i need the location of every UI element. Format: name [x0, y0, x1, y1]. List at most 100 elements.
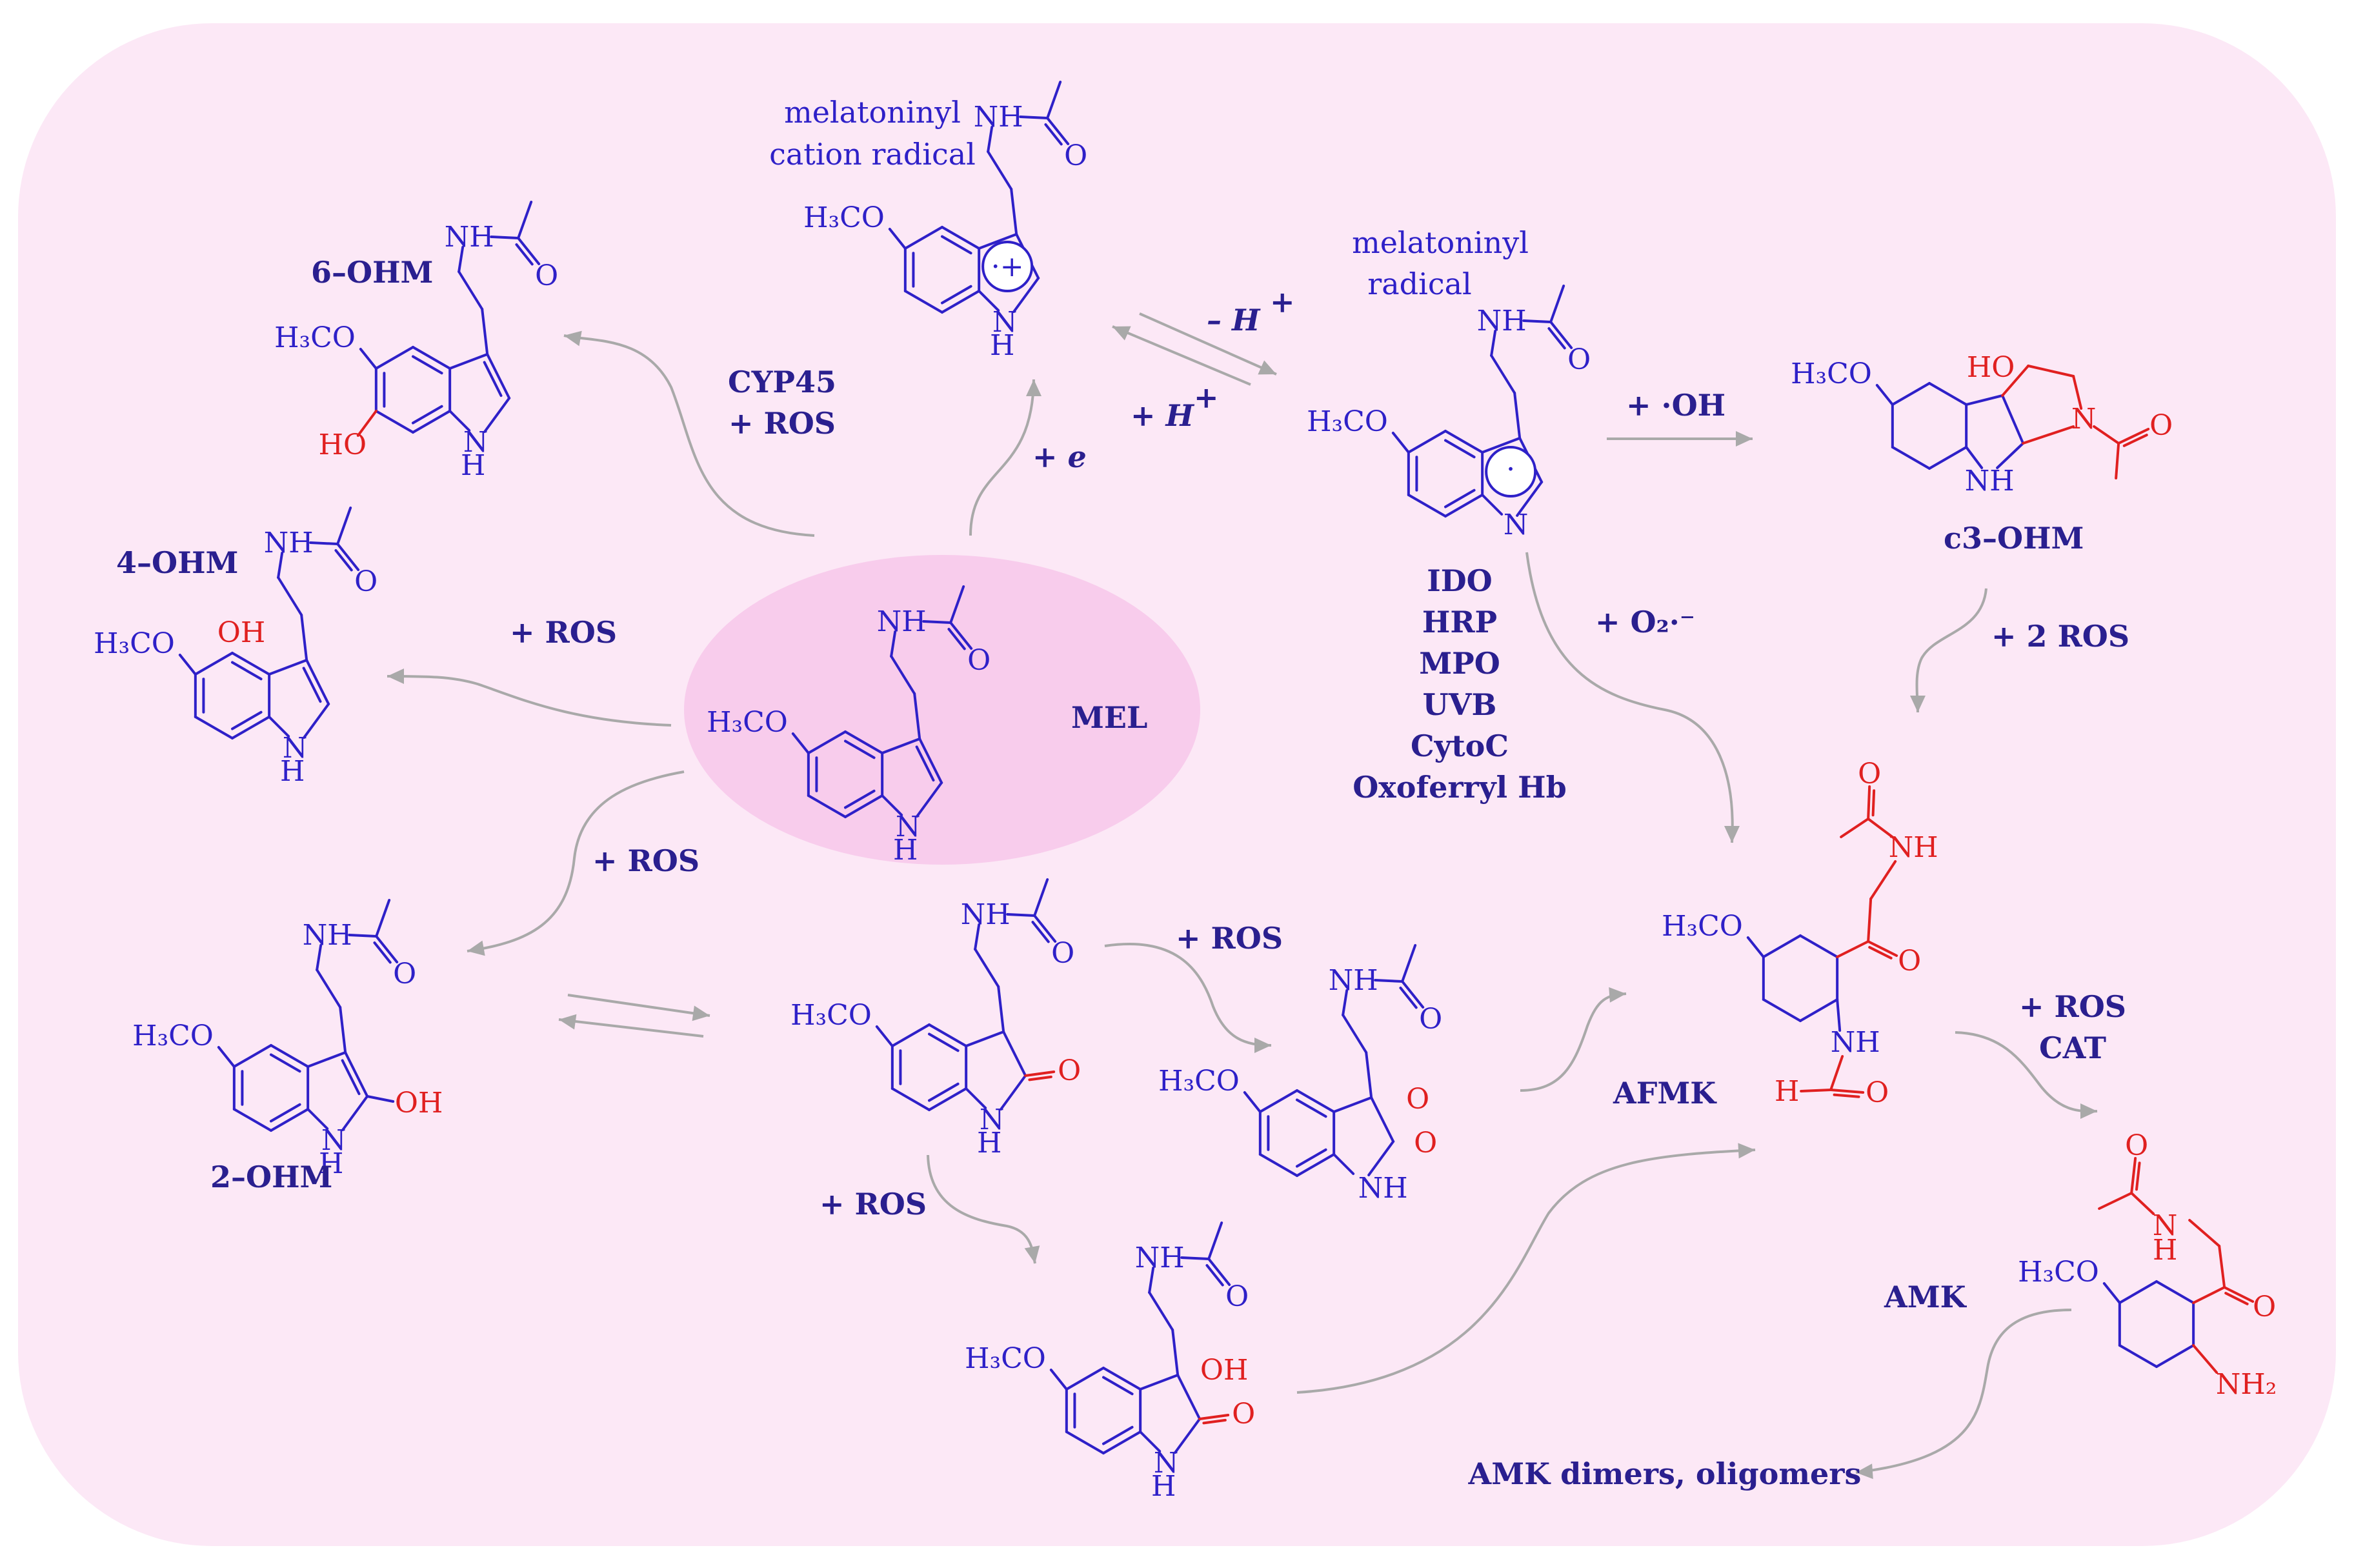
- ring-bond: [448, 353, 489, 370]
- cond-ros-cat-1: + ROS: [2019, 989, 2126, 1024]
- ring-double-bond: [270, 1053, 301, 1073]
- arrow-oxindole-to-2ohm-head: [559, 1014, 577, 1030]
- label-radical-1: melatoninyl: [1352, 225, 1529, 260]
- ring-double-bond: [1102, 1425, 1134, 1445]
- double-bond: [1871, 789, 1876, 817]
- chain-bond: [1867, 818, 1896, 839]
- ring-bond: [1407, 430, 1447, 454]
- ring-bond: [307, 1051, 347, 1068]
- pyrrolidine-bond: [2001, 365, 2030, 397]
- chain-bond: [913, 692, 921, 740]
- methoxy-bond: [178, 654, 197, 676]
- pyrrolidine-bond: [2072, 375, 2083, 410]
- methoxy-label: H₃CO: [790, 999, 872, 1032]
- ring-bond: [448, 410, 471, 432]
- label-cation-radical-2: cation radical: [769, 137, 976, 172]
- double-bond: [1046, 117, 1070, 145]
- hydroxyl-bond: [356, 410, 377, 437]
- methoxy-bond: [875, 1025, 894, 1047]
- ring-bond: [1065, 1431, 1105, 1454]
- ring-bond: [1174, 1418, 1202, 1454]
- methoxy-label: H₃CO: [274, 321, 356, 354]
- indole-n: N: [1154, 1447, 1179, 1480]
- ring-bond: [231, 716, 271, 739]
- ring-bond: [1444, 494, 1484, 518]
- oxo-o: O: [1058, 1054, 1081, 1087]
- double-bond: [344, 1051, 369, 1098]
- label-afmk: AFMK: [1613, 1076, 1717, 1111]
- chain-bond: [277, 552, 284, 579]
- ring-bond: [1258, 1153, 1298, 1177]
- double-bond: [1202, 1418, 1227, 1425]
- double-bond: [1833, 1093, 1860, 1098]
- double-bond: [1044, 123, 1063, 146]
- formamide-nh: NH: [1831, 1026, 1880, 1059]
- ring-bond: [978, 233, 1018, 250]
- double-bond: [2224, 1292, 2249, 1305]
- enzyme-mpo: MPO: [1419, 646, 1500, 681]
- double-bond: [2223, 1286, 2255, 1303]
- enzyme-oxoferryl-hb: Oxoferryl Hb: [1353, 770, 1567, 805]
- ring-bond: [1296, 1153, 1336, 1177]
- cond-ros-dioxetane: + ROS: [1176, 921, 1283, 956]
- methoxy-label: H₃CO: [1158, 1065, 1240, 1098]
- indole-n: N: [896, 810, 921, 843]
- enzyme-list: IDO HRP MPO UVB CytoC Oxoferryl Hb: [1353, 563, 1567, 805]
- double-bond: [1401, 980, 1425, 1009]
- ring-double-bond: [844, 739, 876, 759]
- cond-minus-h-sup: +: [1270, 285, 1295, 319]
- double-bond: [2130, 1157, 2137, 1194]
- ring-bond: [1296, 1089, 1336, 1113]
- chain-bond: [1148, 1291, 1174, 1331]
- ring-bond: [374, 410, 414, 434]
- arrow-radical-to-cation: [1112, 325, 1251, 386]
- indole-h: H: [280, 755, 305, 788]
- cond-cyp-ros: + ROS: [729, 406, 836, 441]
- ring-bond: [881, 738, 921, 754]
- dioxetane-o1: O: [1406, 1083, 1429, 1116]
- chain-bond: [1006, 913, 1036, 917]
- chain-bond: [458, 246, 465, 273]
- amide-nh: NH: [264, 527, 314, 559]
- amine-nh2: NH₂: [2216, 1368, 2277, 1401]
- acetyl-methyl-bond: [2098, 1192, 2133, 1210]
- double-bond: [517, 237, 541, 265]
- ring-bond: [1799, 998, 1839, 1022]
- carbonyl-o: O: [1567, 343, 1591, 376]
- arrow-oxindole-to-3oh-head: [1024, 1245, 1040, 1263]
- acetyl-methyl-bond: [1549, 285, 1565, 323]
- chain-bond: [890, 630, 897, 658]
- ring-double-bond: [412, 355, 443, 375]
- indoline-nh: NH: [1965, 465, 2015, 498]
- indole-h: H: [461, 449, 485, 482]
- methoxy-bond: [217, 1046, 236, 1068]
- label-6-ohm: 6–OHM: [311, 255, 433, 290]
- chain-bond: [277, 576, 303, 616]
- enzyme-ido: IDO: [1427, 563, 1492, 598]
- amine-bond: [2192, 1344, 2218, 1374]
- reaction-arrows: [387, 312, 2098, 1480]
- oxo-o: O: [1232, 1398, 1255, 1431]
- dioxetane-o2: O: [1414, 1127, 1437, 1160]
- ring-bond: [374, 346, 414, 370]
- chain-bond: [1019, 116, 1049, 119]
- ring-double-bond: [844, 789, 876, 809]
- carbonyl-o: O: [1051, 937, 1074, 970]
- arrow-2ohm-to-oxindole: [567, 994, 710, 1017]
- arrow-mel-to-6ohm: [563, 334, 815, 537]
- double-bond: [918, 738, 943, 784]
- chain-bond: [2218, 1245, 2226, 1289]
- ring-double-bond: [941, 235, 972, 255]
- enzyme-cytoc: CytoC: [1411, 729, 1509, 763]
- keto-bond: [2192, 1286, 2226, 1304]
- arrow-radical-to-afmk-head: [1724, 826, 1740, 843]
- chain-bond: [348, 934, 378, 938]
- double-bond: [341, 1059, 361, 1096]
- chain-bond: [1490, 354, 1516, 394]
- ring-double-bond: [412, 405, 443, 425]
- carbonyl-o: O: [1419, 1003, 1442, 1036]
- ring-double-bond: [231, 710, 263, 730]
